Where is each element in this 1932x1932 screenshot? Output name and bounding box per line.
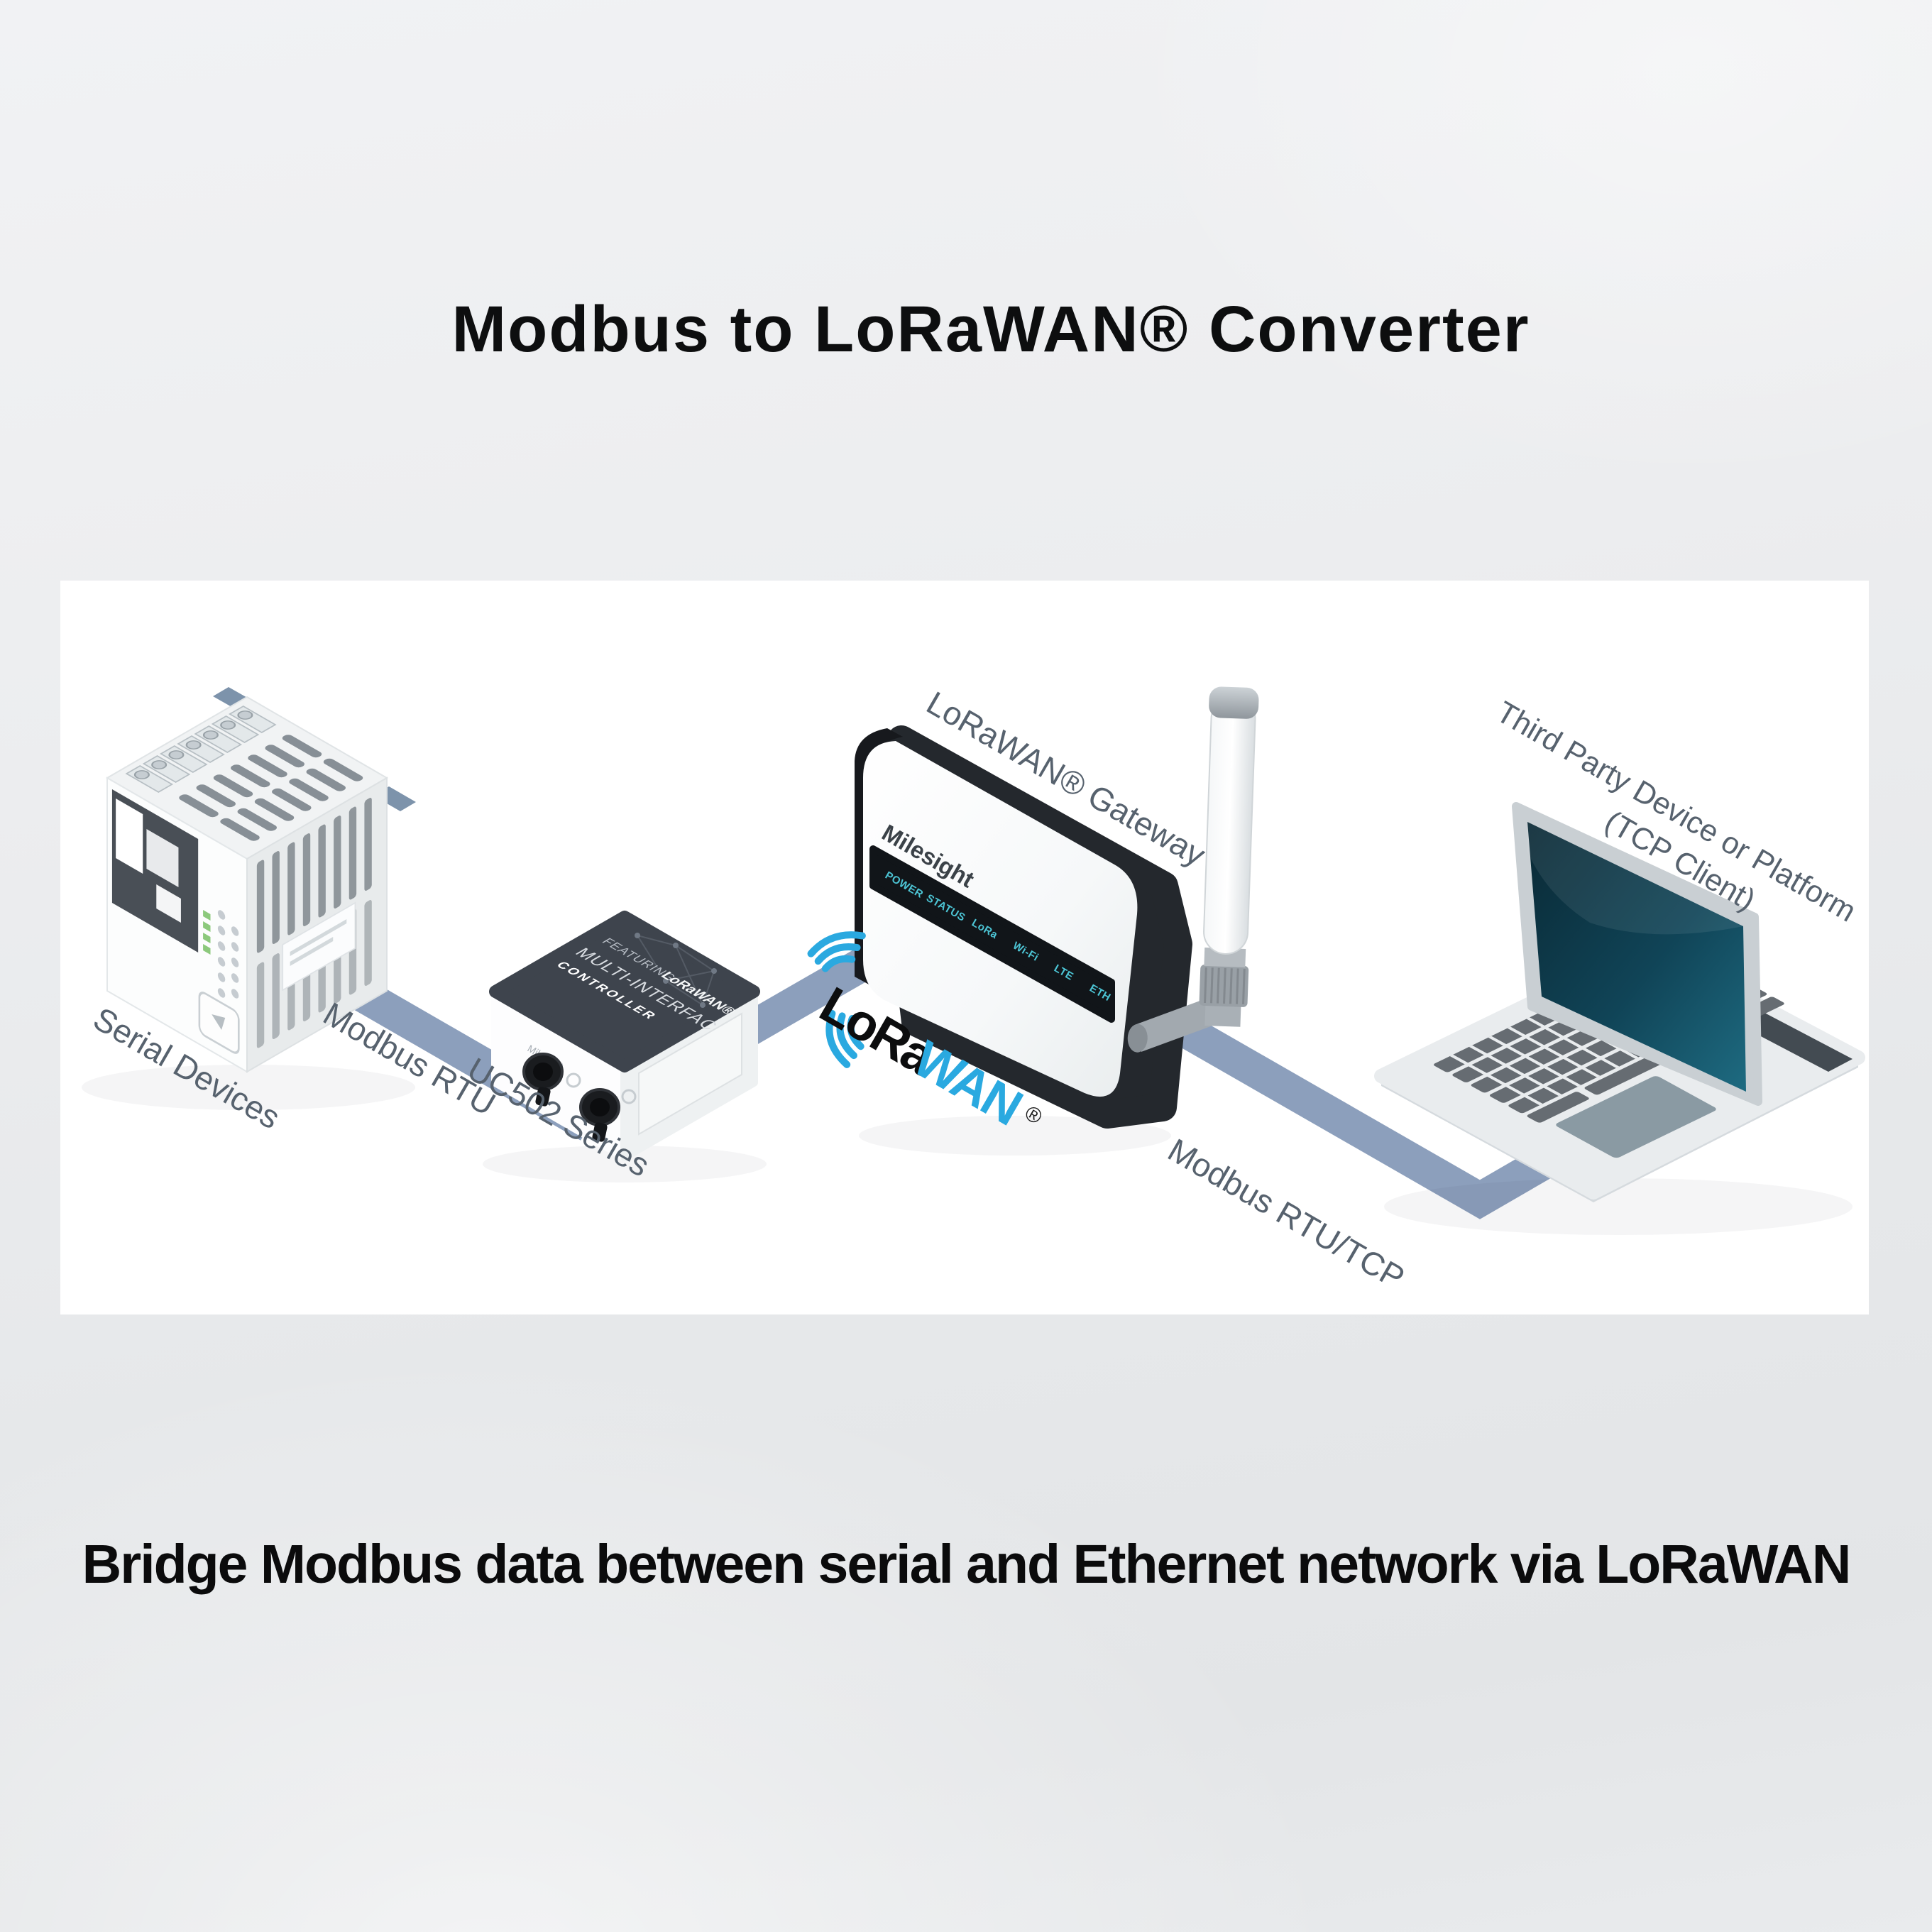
gateway-antenna [1127,686,1259,1053]
uc502-connectors [522,1053,637,1142]
uc502-device-illustration: FEATURING LoRaWAN® MULTI-INTERFACE CONTR… [483,911,767,1182]
lora-signal-arcs-lower [825,1009,865,1068]
laptop-trackpad [1556,1076,1716,1158]
background-glow [0,1293,1420,1932]
background-glow [1009,0,1932,568]
plc-device-illustration [82,687,416,1110]
page-title: Modbus to LoRaWAN® Converter [451,293,1530,366]
laptop-illustration [1374,802,1865,1235]
laptop-screen [1527,822,1746,1092]
lora-signal-arcs-upper [807,931,866,972]
gateway-device-illustration: Milesight POWER STATUS LoRa Wi-Fi LTE ET… [855,686,1259,1156]
caption: Bridge Modbus data between serial and Et… [82,1534,1852,1595]
